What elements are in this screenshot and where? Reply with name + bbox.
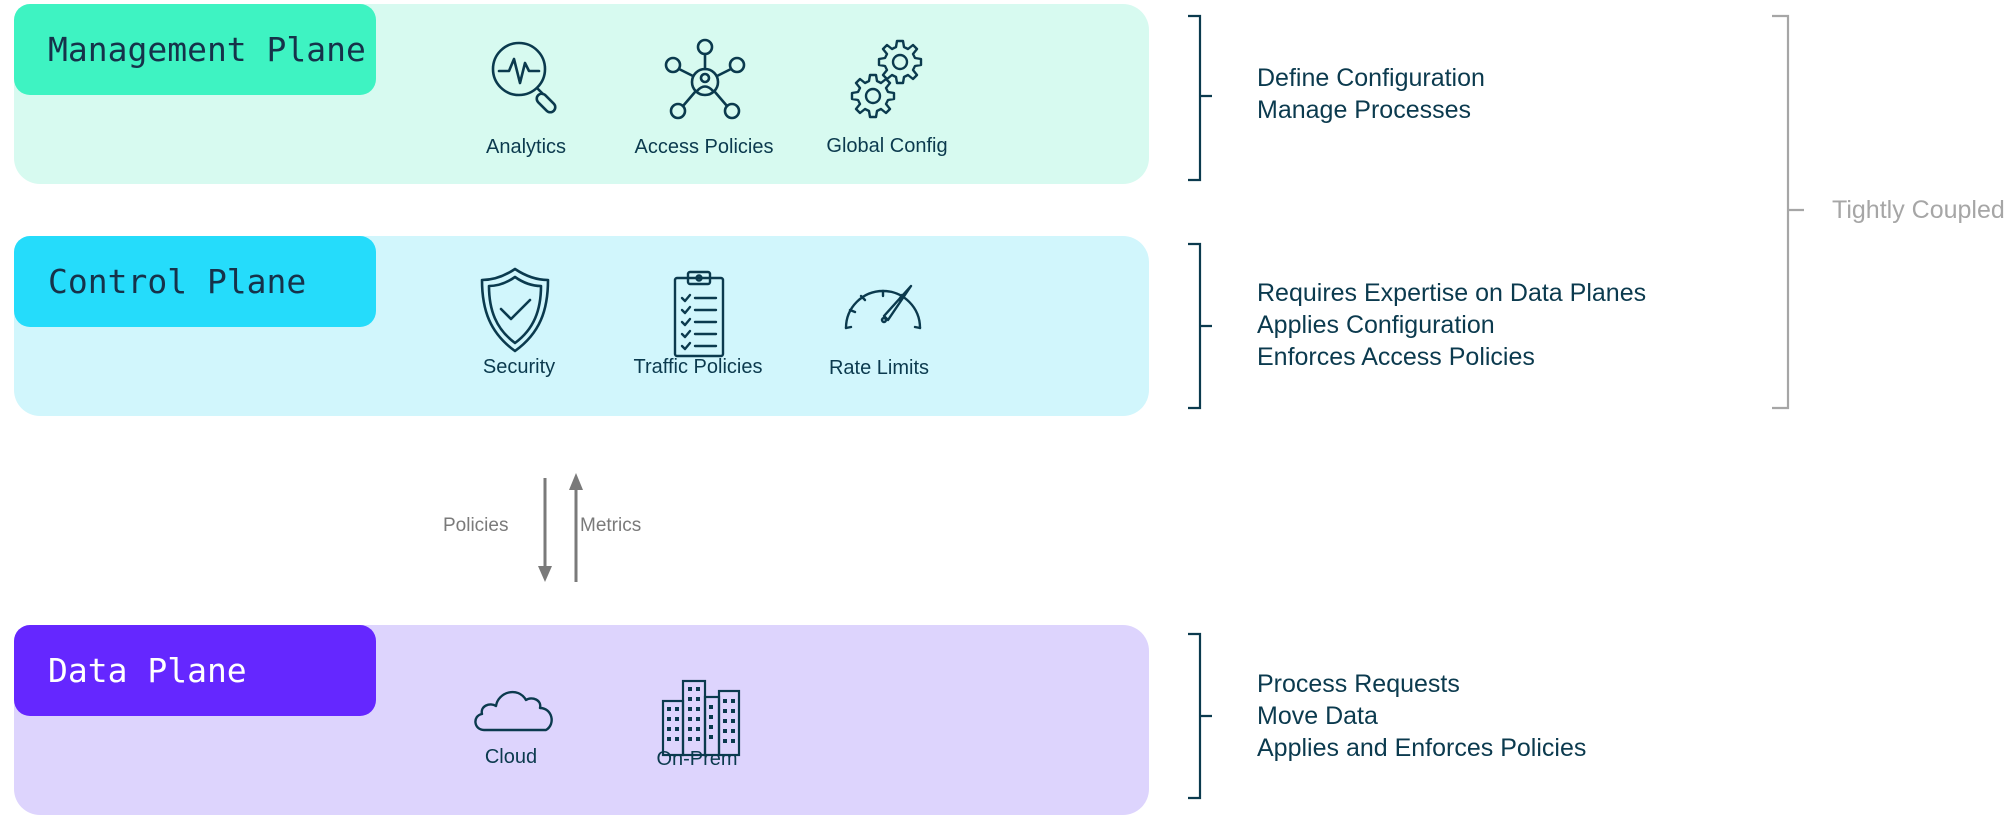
access-policies-label: Access Policies bbox=[634, 136, 774, 158]
control-plane-bracket bbox=[1188, 242, 1212, 410]
description-line: Applies and Enforces Policies bbox=[1257, 734, 1587, 762]
access-policies-network-icon bbox=[660, 37, 750, 127]
traffic-policies-label: Traffic Policies bbox=[633, 356, 763, 378]
description-line: Move Data bbox=[1257, 702, 1378, 730]
control-plane-title: Control Plane bbox=[14, 236, 376, 327]
description-line: Process Requests bbox=[1257, 670, 1460, 698]
description-line: Applies Configuration bbox=[1257, 311, 1495, 339]
control-plane-description: Requires Expertise on Data Planes Applie… bbox=[1257, 277, 1646, 373]
analytics-icon bbox=[481, 33, 571, 123]
tightly-coupled-bracket bbox=[1772, 14, 1804, 410]
policies-down-arrow bbox=[538, 478, 552, 582]
description-line: Requires Expertise on Data Planes bbox=[1257, 279, 1647, 307]
policies-flow-label: Policies bbox=[443, 515, 509, 536]
cloud-icon bbox=[470, 664, 560, 754]
metrics-flow-label: Metrics bbox=[580, 515, 642, 536]
cloud-label: Cloud bbox=[484, 746, 538, 768]
rate-limits-label: Rate Limits bbox=[828, 357, 930, 379]
management-plane-description: Define Configuration Manage Processes bbox=[1257, 62, 1485, 126]
description-line: Define Configuration bbox=[1257, 64, 1485, 92]
gears-icon bbox=[847, 35, 937, 125]
shield-check-icon bbox=[470, 265, 560, 355]
management-plane-title: Management Plane bbox=[14, 4, 376, 95]
buildings-icon bbox=[655, 669, 745, 759]
description-line: Enforces Access Policies bbox=[1257, 343, 1535, 371]
analytics-label: Analytics bbox=[485, 136, 567, 158]
global-config-label: Global Config bbox=[826, 135, 948, 157]
clipboard-checklist-icon bbox=[654, 268, 744, 358]
management-plane-bracket bbox=[1188, 14, 1212, 182]
data-plane-description: Process Requests Move Data Applies and E… bbox=[1257, 668, 1586, 764]
metrics-up-arrow bbox=[569, 473, 583, 582]
data-plane-title: Data Plane bbox=[14, 625, 376, 716]
description-line: Manage Processes bbox=[1257, 96, 1472, 124]
on-prem-label: On-Prem bbox=[656, 748, 738, 770]
security-label: Security bbox=[482, 356, 556, 378]
tightly-coupled-label: Tightly Coupled bbox=[1832, 196, 2005, 224]
data-plane-bracket bbox=[1188, 632, 1212, 800]
speedometer-icon bbox=[838, 270, 928, 360]
